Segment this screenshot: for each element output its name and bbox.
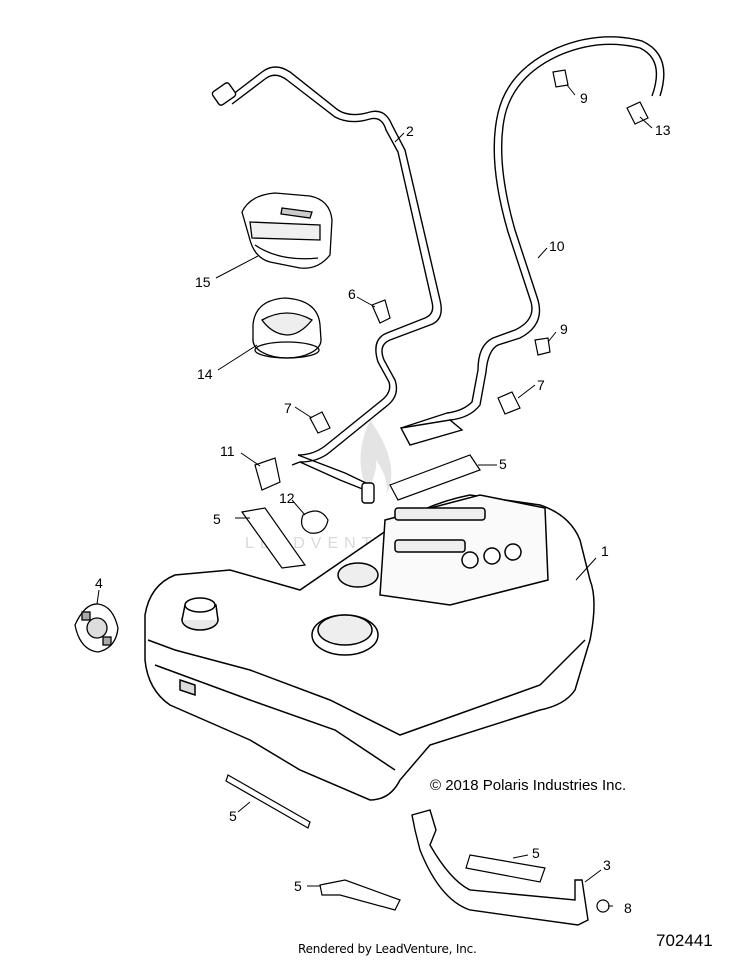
- callout-3: 3: [603, 857, 611, 873]
- callout-13: 13: [655, 122, 671, 138]
- callout-15: 15: [195, 274, 211, 290]
- pad-part-5-d[interactable]: [465, 854, 546, 883]
- callout-7-a: 7: [284, 400, 292, 416]
- callout-5-d: 5: [532, 845, 540, 861]
- grommet-part-12[interactable]: [300, 510, 329, 534]
- clip-part-13[interactable]: [626, 101, 649, 125]
- pad-part-5-c[interactable]: [225, 774, 311, 829]
- clip-part-6[interactable]: [371, 299, 391, 324]
- pad-part-5-a[interactable]: [389, 454, 481, 501]
- clip-part-7-a[interactable]: [309, 411, 331, 434]
- callout-5-a: 5: [499, 456, 507, 472]
- pad-part-5-e[interactable]: [319, 879, 401, 911]
- filler-cap-part-4[interactable]: [74, 603, 119, 653]
- callout-11: 11: [220, 443, 235, 459]
- vent-hose-part-10[interactable]: [399, 36, 665, 446]
- strap-part-3[interactable]: [411, 809, 589, 926]
- callout-7-b: 7: [537, 377, 545, 393]
- clip-part-9-b[interactable]: [534, 337, 551, 356]
- clip-part-11[interactable]: [254, 457, 281, 491]
- callout-9-a: 9: [580, 90, 588, 106]
- bolt-part-8[interactable]: [596, 899, 610, 913]
- pad-part-5-b[interactable]: [240, 507, 307, 569]
- clip-part-9-a[interactable]: [552, 69, 569, 88]
- shroud-part-15[interactable]: [241, 192, 333, 269]
- rendered-by-credit: Rendered by LeadVenture, Inc.: [298, 942, 477, 956]
- diagram-number: 702441: [656, 931, 713, 950]
- callout-12: 12: [279, 490, 295, 506]
- leader-lines: [96, 84, 653, 907]
- clip-part-7-b[interactable]: [497, 391, 521, 415]
- callout-10: 10: [549, 238, 565, 254]
- cap-part-14[interactable]: [252, 297, 322, 359]
- callout-5-c: 5: [229, 808, 237, 824]
- callout-5-e: 5: [294, 878, 302, 894]
- callout-5-b: 5: [213, 511, 221, 527]
- callout-6: 6: [348, 286, 356, 302]
- fuel-tank-part-1[interactable]: [144, 494, 595, 801]
- callout-8: 8: [624, 900, 632, 916]
- callout-9-b: 9: [560, 321, 568, 337]
- callout-1: 1: [601, 543, 609, 559]
- callout-4: 4: [95, 575, 103, 591]
- callout-2: 2: [406, 123, 414, 139]
- copyright-notice: © 2018 Polaris Industries Inc.: [430, 777, 627, 794]
- vent-hose-part-2[interactable]: [211, 66, 442, 504]
- callout-labels: 1 2 3 4 5 5 5 5 5 6 7 7 8 9 9 10 11 12 1…: [95, 90, 671, 916]
- callout-14: 14: [197, 366, 213, 382]
